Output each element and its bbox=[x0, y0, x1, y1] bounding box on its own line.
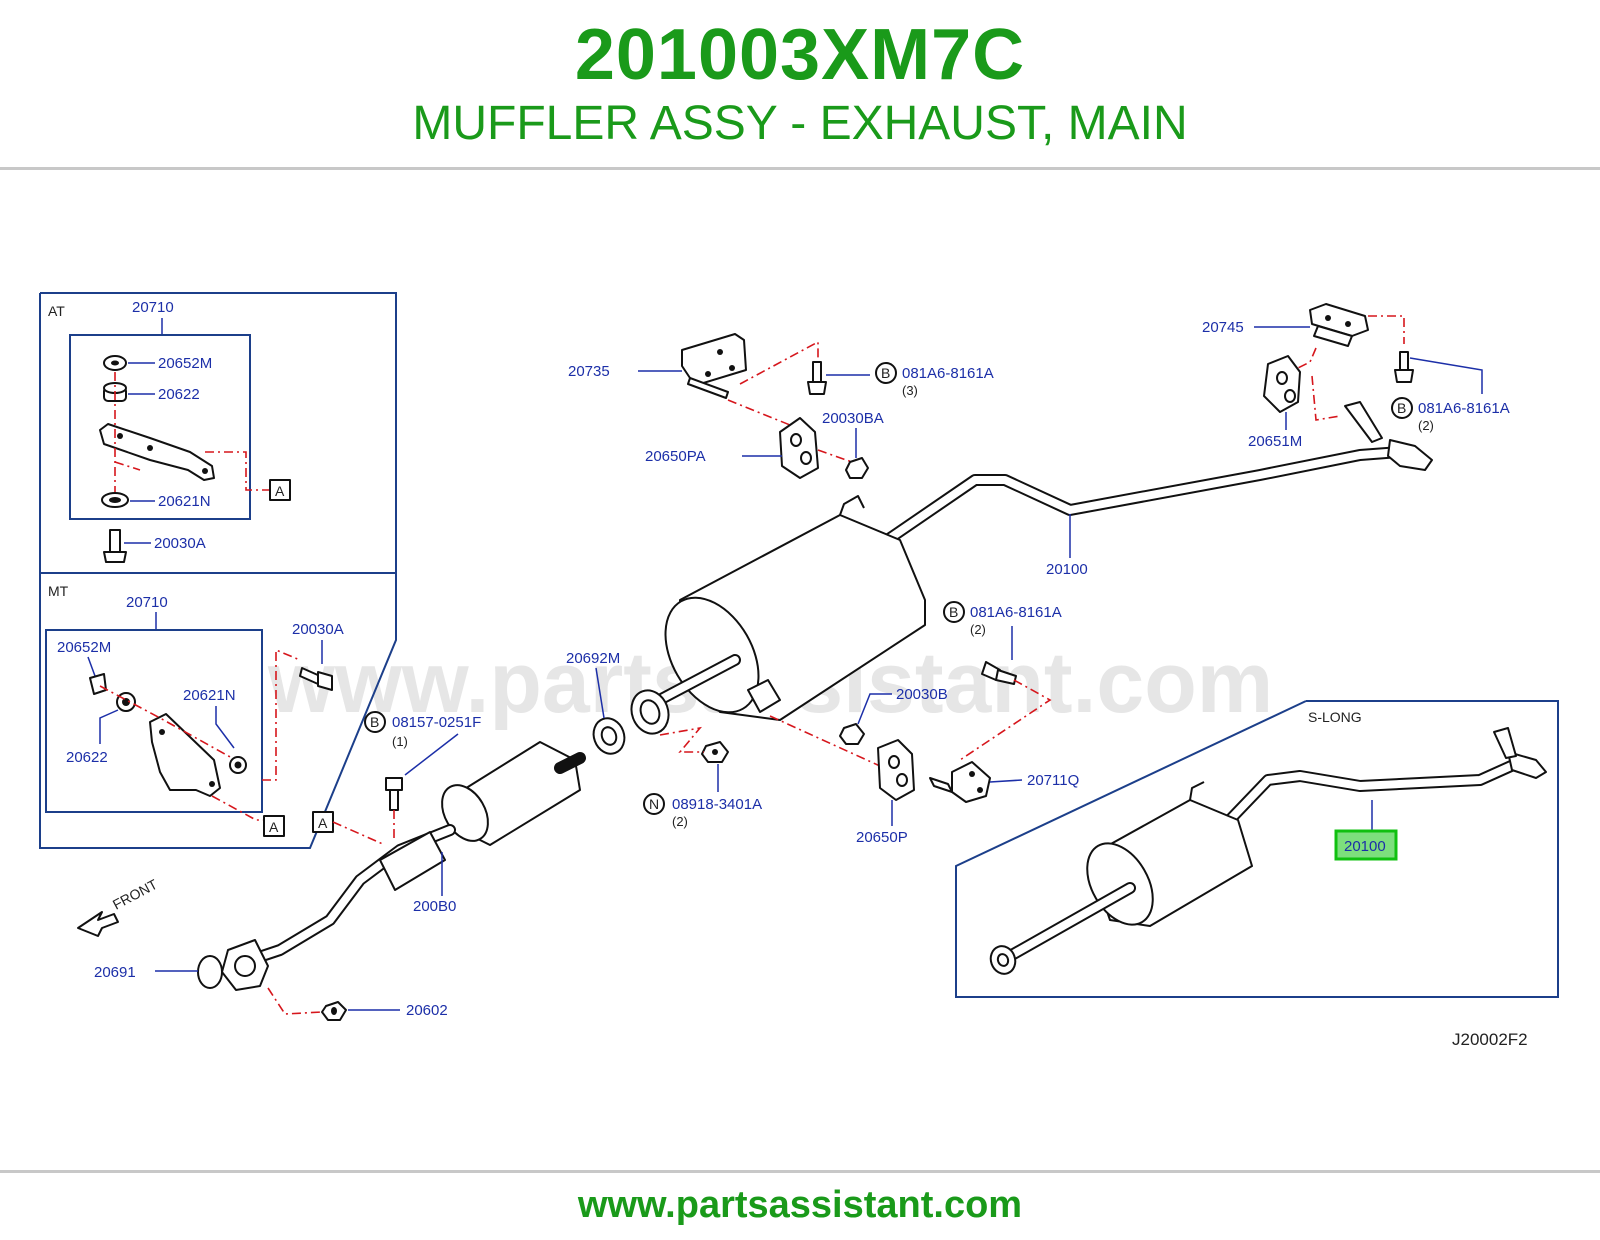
qty-08918: (2) bbox=[672, 814, 688, 829]
at-washer-20621n bbox=[101, 492, 129, 508]
label-mt-20621n: 20621N bbox=[183, 687, 236, 704]
label-20735: 20735 bbox=[568, 363, 610, 380]
rubber-mount-20651m bbox=[1263, 355, 1301, 413]
center-pipe-200b0 bbox=[244, 741, 586, 966]
part-number-title: 201003XM7C bbox=[574, 15, 1026, 95]
header-divider bbox=[0, 167, 1600, 170]
bracket-20735 bbox=[681, 333, 747, 399]
part-description: MUFFLER ASSY - EXHAUST, MAIN bbox=[412, 97, 1188, 150]
label-at-20030a: 20030A bbox=[154, 535, 206, 552]
label-at-20621n: 20621N bbox=[158, 493, 211, 510]
tail-pipe-20100 bbox=[874, 401, 1433, 551]
inset-slong: S-LONG 20100 bbox=[955, 700, 1559, 998]
mt-washer-20621n bbox=[229, 756, 247, 774]
bolt-081a6-b bbox=[1394, 351, 1414, 383]
mt-bolt-20030a bbox=[299, 667, 333, 691]
label-20650p: 20650P bbox=[856, 829, 908, 846]
label-20711q: 20711Q bbox=[1027, 772, 1079, 789]
front-flange bbox=[221, 939, 269, 991]
ref-a-at: A bbox=[275, 483, 285, 499]
muffler-inlet-pipe bbox=[644, 654, 741, 711]
callout-circle-b-081a6-c bbox=[943, 601, 965, 623]
front-arrow-icon bbox=[77, 911, 119, 937]
exhaust-parts-diagram: www.partsassistant.com AT 20710 20652M 2… bbox=[39, 292, 1559, 1049]
label-mt-20710: 20710 bbox=[126, 594, 168, 611]
label-mt-20622: 20622 bbox=[66, 749, 108, 766]
label-20691: 20691 bbox=[94, 964, 136, 981]
label-20030b: 20030B bbox=[896, 686, 948, 703]
label-at-20710: 20710 bbox=[132, 299, 174, 316]
label-20030ba: 20030BA bbox=[822, 410, 884, 427]
bolt-081a6-a bbox=[807, 361, 827, 395]
inset-at-title: AT bbox=[48, 303, 65, 319]
qty-081a6-a: (3) bbox=[902, 383, 918, 398]
mt-washer-20652m bbox=[89, 673, 107, 695]
nut-20602 bbox=[321, 1001, 347, 1021]
label-mt-20652m: 20652M bbox=[57, 639, 111, 656]
circle-n-08918: N bbox=[649, 796, 659, 812]
ref-a-mt: A bbox=[269, 819, 279, 835]
circle-b-08157: B bbox=[370, 714, 379, 730]
circle-b-081a6-a: B bbox=[881, 365, 890, 381]
label-mt-20030a: 20030A bbox=[292, 621, 344, 638]
bracket-20711q bbox=[929, 761, 991, 803]
ref-box-a-mt bbox=[263, 815, 285, 837]
callout-circle-b-081a6-b bbox=[1391, 397, 1413, 419]
label-at-20622: 20622 bbox=[158, 386, 200, 403]
label-081a6-8161a-c: 081A6-8161A bbox=[970, 604, 1062, 621]
gasket-20691 bbox=[197, 955, 223, 989]
callout-circle-b-08157 bbox=[364, 711, 386, 733]
footer-divider bbox=[0, 1170, 1600, 1173]
label-081a6-8161a-a: 081A6-8161A bbox=[902, 365, 994, 382]
at-washer-20652m bbox=[103, 355, 127, 371]
at-bolt-20030a bbox=[103, 529, 127, 563]
inset-slong-title: S-LONG bbox=[1308, 709, 1362, 725]
at-bracket bbox=[99, 423, 215, 481]
label-20692m: 20692M bbox=[566, 650, 620, 667]
label-20100: 20100 bbox=[1046, 561, 1088, 578]
mt-bracket bbox=[149, 713, 221, 797]
ref-box-a-at bbox=[269, 479, 291, 501]
label-slong-20100: 20100 bbox=[1344, 838, 1386, 855]
label-08157-0251f: 08157-0251F bbox=[392, 714, 481, 731]
callout-circle-n-08918 bbox=[643, 793, 665, 815]
ref-a-main: A bbox=[318, 815, 328, 831]
inset-at-mt: AT 20710 20652M 20622 20621N bbox=[39, 292, 397, 849]
label-200b0: 200B0 bbox=[413, 898, 456, 915]
bolt-08157-0251f bbox=[385, 777, 403, 811]
bracket-20745 bbox=[1309, 303, 1369, 347]
label-at-20652m: 20652M bbox=[158, 355, 212, 372]
label-20651m: 20651M bbox=[1248, 433, 1302, 450]
nut-08918-3401a bbox=[701, 741, 729, 763]
label-20650pa: 20650PA bbox=[645, 448, 706, 465]
footer-url-link[interactable]: www.partsassistant.com bbox=[577, 1184, 1023, 1226]
rubber-mount-20650p bbox=[877, 739, 915, 801]
circle-b-081a6-b: B bbox=[1397, 400, 1406, 416]
qty-081a6-b: (2) bbox=[1418, 418, 1434, 433]
circle-b-081a6-c: B bbox=[949, 604, 958, 620]
qty-08157: (1) bbox=[392, 734, 408, 749]
label-20602: 20602 bbox=[406, 1002, 448, 1019]
qty-081a6-c: (2) bbox=[970, 622, 986, 637]
label-20745: 20745 bbox=[1202, 319, 1244, 336]
label-081a6-8161a-b: 081A6-8161A bbox=[1418, 400, 1510, 417]
nut-20030ba bbox=[845, 457, 869, 479]
callout-circle-b-081a6-a bbox=[875, 362, 897, 384]
gasket-20692m bbox=[592, 689, 670, 755]
nut-20030b bbox=[839, 723, 865, 745]
highlight-20100-box bbox=[1334, 829, 1398, 861]
bolt-081a6-c bbox=[981, 661, 1017, 685]
inset-mt-title: MT bbox=[48, 583, 69, 599]
page-header: 201003XM7C MUFFLER ASSY - EXHAUST, MAIN bbox=[0, 0, 1600, 168]
drawing-code: J20002F2 bbox=[1452, 1030, 1528, 1049]
rubber-mount-20650pa bbox=[779, 417, 819, 479]
front-label: FRONT bbox=[110, 876, 160, 913]
label-08918-3401a: 08918-3401A bbox=[672, 796, 762, 813]
